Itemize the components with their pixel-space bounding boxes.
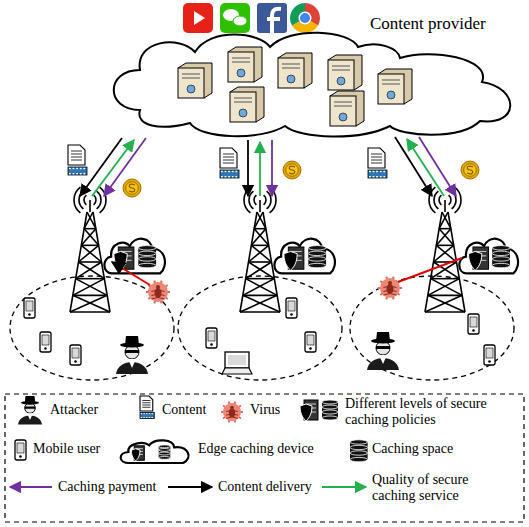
- server: [330, 91, 364, 126]
- base-station: [425, 187, 465, 312]
- secure-server-icon: [284, 247, 304, 270]
- coverage-area: [10, 276, 174, 380]
- attack-line: [112, 262, 150, 285]
- coverage-area: [350, 276, 514, 380]
- content-icon: [140, 396, 154, 419]
- coverage-area: [178, 276, 342, 380]
- mobile-user: [24, 298, 35, 318]
- legend-label: Content delivery: [218, 479, 312, 495]
- node-title: Content provider: [370, 14, 486, 34]
- base-station: [70, 187, 110, 312]
- flow-arrow: [271, 140, 273, 196]
- coin: [123, 179, 141, 197]
- virus: [221, 402, 243, 423]
- database-icon: [322, 400, 338, 420]
- mobile-user: [206, 328, 217, 348]
- server: [178, 63, 212, 98]
- database-icon: [350, 440, 368, 462]
- attacker: [116, 336, 148, 374]
- server: [378, 69, 412, 104]
- flow-arrow: [104, 138, 146, 196]
- laptop: [222, 352, 252, 374]
- flow-arrow: [419, 137, 456, 196]
- flow-arrow: [322, 486, 366, 488]
- legend-label: Mobile user: [33, 441, 100, 457]
- flow-arrow: [395, 137, 432, 196]
- legend-label: Caching space: [372, 441, 453, 457]
- mobile-user: [70, 345, 81, 365]
- virus: [378, 277, 402, 300]
- legend-label: Attacker: [50, 402, 98, 418]
- legend-label: Caching payment: [58, 479, 156, 495]
- flow-arrow: [10, 486, 52, 488]
- flow-arrow: [247, 140, 249, 196]
- edge-caching-device: [104, 239, 165, 274]
- content-icon: [68, 145, 87, 175]
- secure-server-icon: [114, 247, 134, 270]
- mobile-user: [286, 298, 297, 318]
- legend-label: Edge caching device: [198, 441, 314, 457]
- coin: [461, 161, 479, 179]
- database-icon: [492, 246, 510, 268]
- database-icon: [159, 445, 171, 459]
- app-icons: [183, 3, 320, 33]
- attack-line: [398, 258, 462, 282]
- provider-cloud: Content provider: [100, 0, 529, 145]
- legend-label: Content: [162, 402, 206, 418]
- database-icon: [308, 246, 326, 268]
- server: [278, 53, 312, 88]
- mobile-user: [305, 332, 316, 352]
- edge-caching-device: [459, 239, 518, 274]
- server: [328, 55, 362, 90]
- server: [230, 87, 264, 122]
- secure-server-icon: [131, 446, 144, 461]
- legend-label: Different levels of secure caching polic…: [345, 396, 495, 428]
- coin: [283, 161, 301, 179]
- content-icon: [220, 148, 239, 178]
- secure-server-icon: [300, 400, 318, 421]
- legend-label: Virus: [250, 402, 280, 418]
- legend-frame: [5, 394, 524, 522]
- mobile-user: [40, 332, 51, 352]
- edge-caching-device: [274, 239, 335, 274]
- secure-server-icon: [469, 247, 489, 270]
- base-station: [240, 187, 280, 312]
- mobile-user: [468, 314, 479, 334]
- content-icon: [368, 148, 387, 178]
- edge-caching-device: [121, 440, 189, 463]
- flow-arrow: [168, 486, 212, 488]
- mobile-user: [484, 345, 495, 365]
- server: [228, 47, 262, 82]
- mobile-user: [15, 440, 26, 460]
- legend-label: Quality of secure caching service: [372, 472, 494, 504]
- attacker: [367, 332, 399, 370]
- attacker: [18, 396, 42, 425]
- flow-arrow: [259, 142, 261, 196]
- database-icon: [138, 246, 156, 268]
